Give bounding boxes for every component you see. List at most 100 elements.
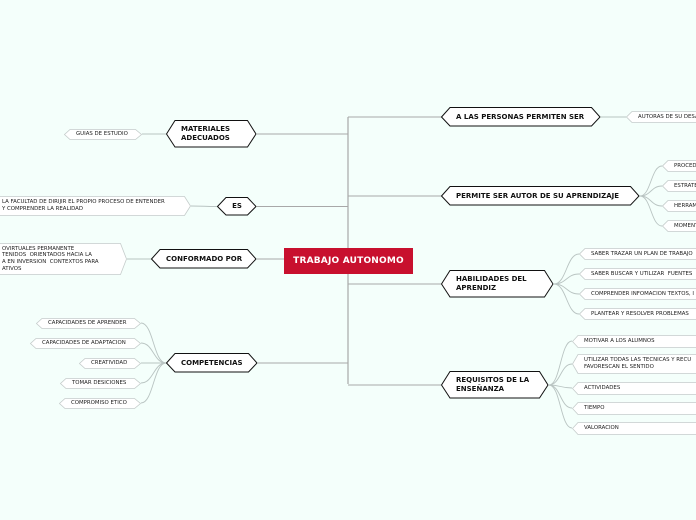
leaf-link-autor-3 [639, 195, 663, 227]
leaf-con-0[interactable]: OVIRTUALES PERMANENTE TENIDOS ORIENTADOS… [0, 243, 127, 275]
leaf-personas-0[interactable]: AUTORAS DE SU DESA [626, 111, 696, 123]
leaf-habilidades-2-shape [579, 288, 696, 300]
branch-competencias[interactable]: COMPETENCIAS [166, 353, 258, 373]
branch-autor-outline [441, 186, 640, 206]
branch-con[interactable]: CONFORMADO POR [151, 249, 257, 269]
leaf-link-competencias-1 [140, 342, 167, 364]
leaf-competencias-4-label: COMPROMISO ETICO [71, 399, 127, 406]
branch-personas[interactable]: A LAS PERSONAS PERMITEN SER [441, 107, 601, 127]
leaf-link-habilidades-0 [553, 253, 580, 285]
leaf-habilidades-0-outline [579, 248, 696, 260]
leaf-habilidades-0-label: SABER TRAZAR UN PLAN DE TRABAJO [591, 250, 693, 257]
leaf-autor-2[interactable]: HERRAM [662, 200, 696, 212]
leaf-habilidades-1-outline [579, 268, 696, 280]
leaf-autor-3-label: MOMENT [674, 222, 696, 229]
leaf-competencias-0[interactable]: CAPACIDADES DE APRENDER [36, 317, 141, 329]
leaf-competencias-0-outline [36, 317, 141, 329]
leaf-competencias-2[interactable]: CREATIVIDAD [79, 357, 141, 369]
leaf-requisitos-0-shape [572, 334, 696, 348]
leaf-link-autor-1 [639, 185, 663, 197]
leaf-competencias-2-outline [79, 357, 141, 369]
leaf-autor-3[interactable]: MOMENT [662, 220, 696, 232]
leaf-materiales-0-label: GUIAS DE ESTUDIO [76, 130, 128, 137]
branch-es-shape [217, 197, 257, 216]
branch-es-outline [217, 197, 257, 216]
leaf-autor-1-outline [662, 180, 696, 192]
leaf-link-requisitos-4 [548, 384, 573, 429]
leaf-autor-2-shape [662, 200, 696, 212]
leaf-es-0[interactable]: LA FACULTAD DE DIRIJIR EL PROPIO PROCESO… [0, 196, 191, 216]
leaf-materiales-0[interactable]: GUIAS DE ESTUDIO [64, 128, 142, 140]
leaf-competencias-1-outline [30, 337, 141, 349]
leaf-personas-0-label: AUTORAS DE SU DESA [638, 113, 696, 120]
leaf-habilidades-0-shape [579, 248, 696, 260]
leaf-autor-2-label: HERRAM [674, 202, 696, 209]
leaf-habilidades-2[interactable]: COMPRENDER INFOMACION TEXTOS, I [579, 288, 696, 300]
leaf-habilidades-2-label: COMPRENDER INFOMACION TEXTOS, I [591, 290, 694, 297]
leaf-competencias-3[interactable]: TOMAR DESICIONES [60, 377, 141, 389]
leaf-competencias-1-shape [30, 337, 141, 349]
leaf-requisitos-2[interactable]: ACTIVIDADES [572, 381, 696, 395]
leaf-competencias-4[interactable]: COMPROMISO ETICO [59, 397, 141, 409]
leaf-requisitos-4[interactable]: VALORACION [572, 421, 696, 435]
leaf-requisitos-4-shape [572, 421, 696, 435]
leaf-requisitos-3[interactable]: TIEMPO [572, 401, 696, 415]
branch-materiales-shape [166, 120, 257, 148]
leaf-link-habilidades-1 [553, 273, 580, 285]
leaf-link-es-0 [190, 205, 218, 207]
branch-competencias-outline [166, 353, 258, 373]
branch-es[interactable]: ES [217, 197, 257, 216]
leaf-habilidades-3[interactable]: PLANTEAR Y RESOLVER PROBLEMAS [579, 308, 696, 320]
leaf-link-habilidades-3 [553, 283, 580, 315]
branch-materiales[interactable]: MATERIALES ADECUADOS [166, 120, 257, 148]
branch-personas-shape [441, 107, 601, 127]
leaf-materiales-0-outline [64, 128, 142, 140]
leaf-competencias-1[interactable]: CAPACIDADES DE ADAPTACION [30, 337, 141, 349]
leaf-link-requisitos-1 [548, 363, 573, 386]
branch-requisitos[interactable]: REQUISITOS DE LA ENSEÑANZA [441, 371, 549, 399]
leaf-competencias-4-outline [59, 397, 141, 409]
branch-con-shape [151, 249, 257, 269]
branch-requisitos-label: REQUISITOS DE LA ENSEÑANZA [456, 376, 530, 393]
branch-es-label: ES [232, 202, 242, 211]
leaf-competencias-3-outline [60, 377, 141, 389]
leaf-competencias-1-label: CAPACIDADES DE ADAPTACION [42, 339, 126, 346]
leaf-autor-0[interactable]: PROCED [662, 160, 696, 172]
leaf-requisitos-0-outline [572, 334, 696, 348]
branch-personas-outline [441, 107, 601, 127]
leaf-competencias-0-shape [36, 317, 141, 329]
central-topic[interactable]: TRABAJO AUTONOMO [284, 248, 413, 274]
leaf-competencias-3-shape [60, 377, 141, 389]
leaf-link-requisitos-0 [548, 340, 573, 386]
leaf-requisitos-4-outline [572, 421, 696, 435]
leaf-personas-0-outline [626, 111, 696, 123]
branch-con-label: CONFORMADO POR [166, 254, 243, 263]
central-topic-label: TRABAJO AUTONOMO [293, 256, 404, 266]
branch-habilidades-label: HABILIDADES DEL APRENDIZ [456, 275, 527, 292]
leaf-autor-3-outline [662, 220, 696, 232]
leaf-habilidades-3-shape [579, 308, 696, 320]
leaf-requisitos-0-label: MOTIVAR A LOS ALUMNOS [584, 337, 655, 344]
leaf-requisitos-4-label: VALORACION [584, 424, 619, 431]
leaf-habilidades-0[interactable]: SABER TRAZAR UN PLAN DE TRABAJO [579, 248, 696, 260]
leaf-habilidades-1[interactable]: SABER BUSCAR Y UTILIZAR FUENTES [579, 268, 696, 280]
leaf-link-requisitos-3 [548, 384, 573, 409]
leaf-requisitos-1[interactable]: UTILIZAR TODAS LAS TECNICAS Y RECU FAVOR… [572, 354, 696, 374]
leaf-requisitos-2-label: ACTIVIDADES [584, 384, 621, 391]
leaf-autor-0-label: PROCED [674, 162, 696, 169]
leaf-requisitos-3-shape [572, 401, 696, 415]
leaf-requisitos-1-label: UTILIZAR TODAS LAS TECNICAS Y RECU FAVOR… [584, 357, 692, 370]
leaf-competencias-2-label: CREATIVIDAD [91, 359, 128, 366]
branch-autor[interactable]: PERMITE SER AUTOR DE SU APRENDIZAJE [441, 186, 640, 206]
branch-habilidades[interactable]: HABILIDADES DEL APRENDIZ [441, 270, 554, 298]
leaf-requisitos-0[interactable]: MOTIVAR A LOS ALUMNOS [572, 334, 696, 348]
leaf-con-0-label: OVIRTUALES PERMANENTE TENIDOS ORIENTADOS… [2, 245, 99, 272]
leaf-link-competencias-4 [140, 362, 167, 404]
leaf-autor-1[interactable]: ESTRATE [662, 180, 696, 192]
branch-requisitos-shape [441, 371, 549, 399]
leaf-requisitos-2-outline [572, 381, 696, 395]
branch-competencias-label: COMPETENCIAS [181, 358, 243, 367]
leaf-con-0-outline [0, 243, 127, 275]
leaf-habilidades-1-shape [579, 268, 696, 280]
